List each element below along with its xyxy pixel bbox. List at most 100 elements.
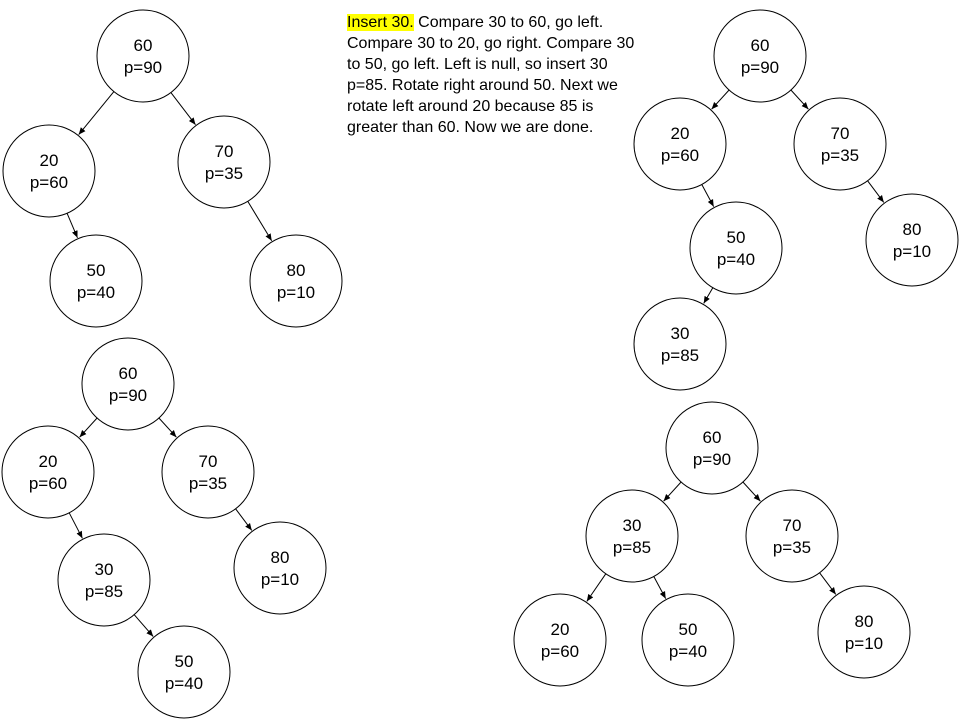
tree-after-insert-edge-1	[790, 89, 809, 110]
node-key: 60	[751, 36, 770, 55]
tree-after-rotate-right-edge-0	[79, 417, 98, 438]
node-circle	[2, 124, 96, 218]
node-key: 50	[679, 620, 698, 639]
node-priority: p=10	[845, 634, 883, 653]
node-circle	[57, 533, 151, 627]
node-circle	[633, 297, 727, 391]
node-key: 60	[119, 364, 138, 383]
tree-final-edge-4	[819, 572, 837, 595]
node-priority: p=10	[261, 570, 299, 589]
node-key: 80	[287, 261, 306, 280]
tree-node: 60p=90	[96, 9, 190, 103]
node-circle	[633, 97, 727, 191]
tree-node: 70 p=35	[793, 97, 887, 191]
tree-node: 80 p=10	[817, 585, 911, 679]
tree-final-edge-2	[586, 573, 607, 602]
node-circle	[713, 9, 807, 103]
node-circle	[865, 193, 959, 287]
node-priority: p=35	[773, 538, 811, 557]
tree-initial-edge-2	[66, 213, 78, 238]
tree-node: 50 p=40	[689, 201, 783, 295]
node-priority: p=40	[165, 674, 203, 693]
node-key: 20	[551, 620, 570, 639]
tree-initial-edge-0	[78, 91, 115, 135]
tree-final-edge-0	[663, 481, 682, 502]
node-priority: p=85	[661, 346, 699, 365]
node-circle	[513, 593, 607, 687]
node-priority: p=10	[893, 242, 931, 261]
node-key: 80	[855, 612, 874, 631]
node-key: 30	[671, 324, 690, 343]
node-key: 70	[831, 124, 850, 143]
node-key: 50	[727, 228, 746, 247]
explanation-text: Insert 30. Compare 30 to 60, go left. Co…	[347, 12, 647, 138]
node-key: 70	[199, 452, 218, 471]
tree-after-insert-edge-4	[703, 287, 714, 304]
node-priority: p=10	[277, 283, 315, 302]
tree-final-edge-3	[653, 576, 667, 599]
node-priority: p=40	[77, 283, 115, 302]
tree-node: 70p=35	[177, 115, 271, 209]
node-key: 70	[783, 516, 802, 535]
node-key: 60	[134, 36, 153, 55]
tree-after-insert-edge-2	[701, 184, 715, 207]
node-circle	[745, 489, 839, 583]
tree-after-rotate-right-edge-3	[235, 508, 253, 531]
tree-node: 70 p=35	[161, 425, 255, 519]
node-circle	[49, 234, 143, 328]
tree-node: 50 p=40	[641, 593, 735, 687]
tree-node: 20p=60	[2, 124, 96, 218]
tree-node: 30p=85	[57, 533, 151, 627]
tree-after-rotate-right-edge-2	[68, 512, 83, 539]
tree-initial-edge-1	[170, 92, 196, 126]
node-key: 70	[215, 142, 234, 161]
node-circle	[1, 425, 95, 519]
node-circle	[665, 401, 759, 495]
node-priority: p=60	[661, 146, 699, 165]
tree-initial-edge-3	[247, 201, 273, 242]
tree-node: 50 p=40	[49, 234, 143, 328]
node-key: 60	[703, 428, 722, 447]
node-key: 30	[95, 560, 114, 579]
tree-node: 60 p=90	[81, 337, 175, 431]
node-key: 20	[39, 452, 58, 471]
node-priority: p=40	[669, 642, 707, 661]
node-priority: p=90	[693, 450, 731, 469]
node-key: 50	[87, 261, 106, 280]
node-circle	[177, 115, 271, 209]
node-key: 80	[271, 548, 290, 567]
tree-node: 30 p=85	[633, 297, 727, 391]
node-key: 50	[175, 652, 194, 671]
node-priority: p=90	[109, 386, 147, 405]
tree-node: 20p=60	[513, 593, 607, 687]
tree-after-insert-edge-3	[867, 180, 885, 203]
tree-after-rotate-right-edge-1	[158, 417, 177, 438]
node-circle	[233, 521, 327, 615]
node-circle	[81, 337, 175, 431]
tree-after-rotate-right-edge-4	[133, 614, 154, 637]
node-priority: p=85	[613, 538, 651, 557]
node-circle	[161, 425, 255, 519]
node-priority: p=90	[741, 58, 779, 77]
tree-node: 70 p=35	[745, 489, 839, 583]
node-priority: p=60	[29, 474, 67, 493]
node-circle	[96, 9, 190, 103]
explanation-highlight: Insert 30.	[347, 14, 414, 31]
node-priority: p=40	[717, 250, 755, 269]
tree-node: 20 p=60	[633, 97, 727, 191]
node-key: 20	[671, 124, 690, 143]
tree-after-rotate-right: 60 p=90 20 p=60 70 p=35 30p=85 80 p=10 50 p=40	[1, 337, 327, 719]
node-priority: p=60	[30, 173, 68, 192]
node-priority: p=35	[189, 474, 227, 493]
tree-node: 80 p=10	[249, 234, 343, 328]
node-priority: p=35	[821, 146, 859, 165]
node-circle	[689, 201, 783, 295]
explanation-body: Compare 30 to 60, go left. Compare 30 to…	[347, 14, 635, 136]
tree-final-edge-1	[742, 481, 761, 502]
tree-node: 20 p=60	[1, 425, 95, 519]
node-circle	[641, 593, 735, 687]
